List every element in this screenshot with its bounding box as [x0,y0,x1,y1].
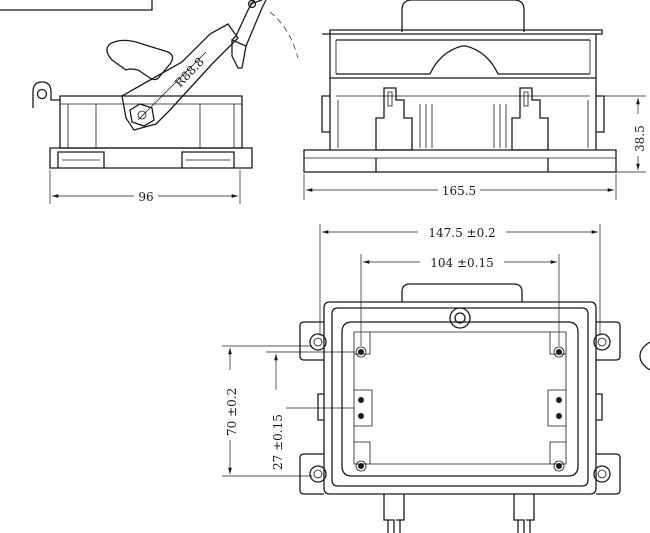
front-height-dimension: 38.5 [633,125,647,152]
front-width-dimension: 165.5 [442,184,476,198]
title-block-fragment [0,0,153,11]
outer-span-dimension: 147.5 ±0.2 [428,226,495,240]
side-width-dimension: 96 [138,190,153,204]
inner-span-dimension: 104 ±0.15 [430,256,494,270]
top-view: 147.5 ±0.2 104 ±0.15 70 ±0.2 27 ±0.15 [220,224,650,533]
side-view: R88.8 96 [32,0,299,204]
outer-height-dimension: 70 ±0.2 [225,388,239,436]
inner-height-dimension: 27 ±0.15 [271,414,285,470]
radius-label: R88.8 [172,55,207,90]
front-view: 38.5 165.5 [303,0,648,200]
